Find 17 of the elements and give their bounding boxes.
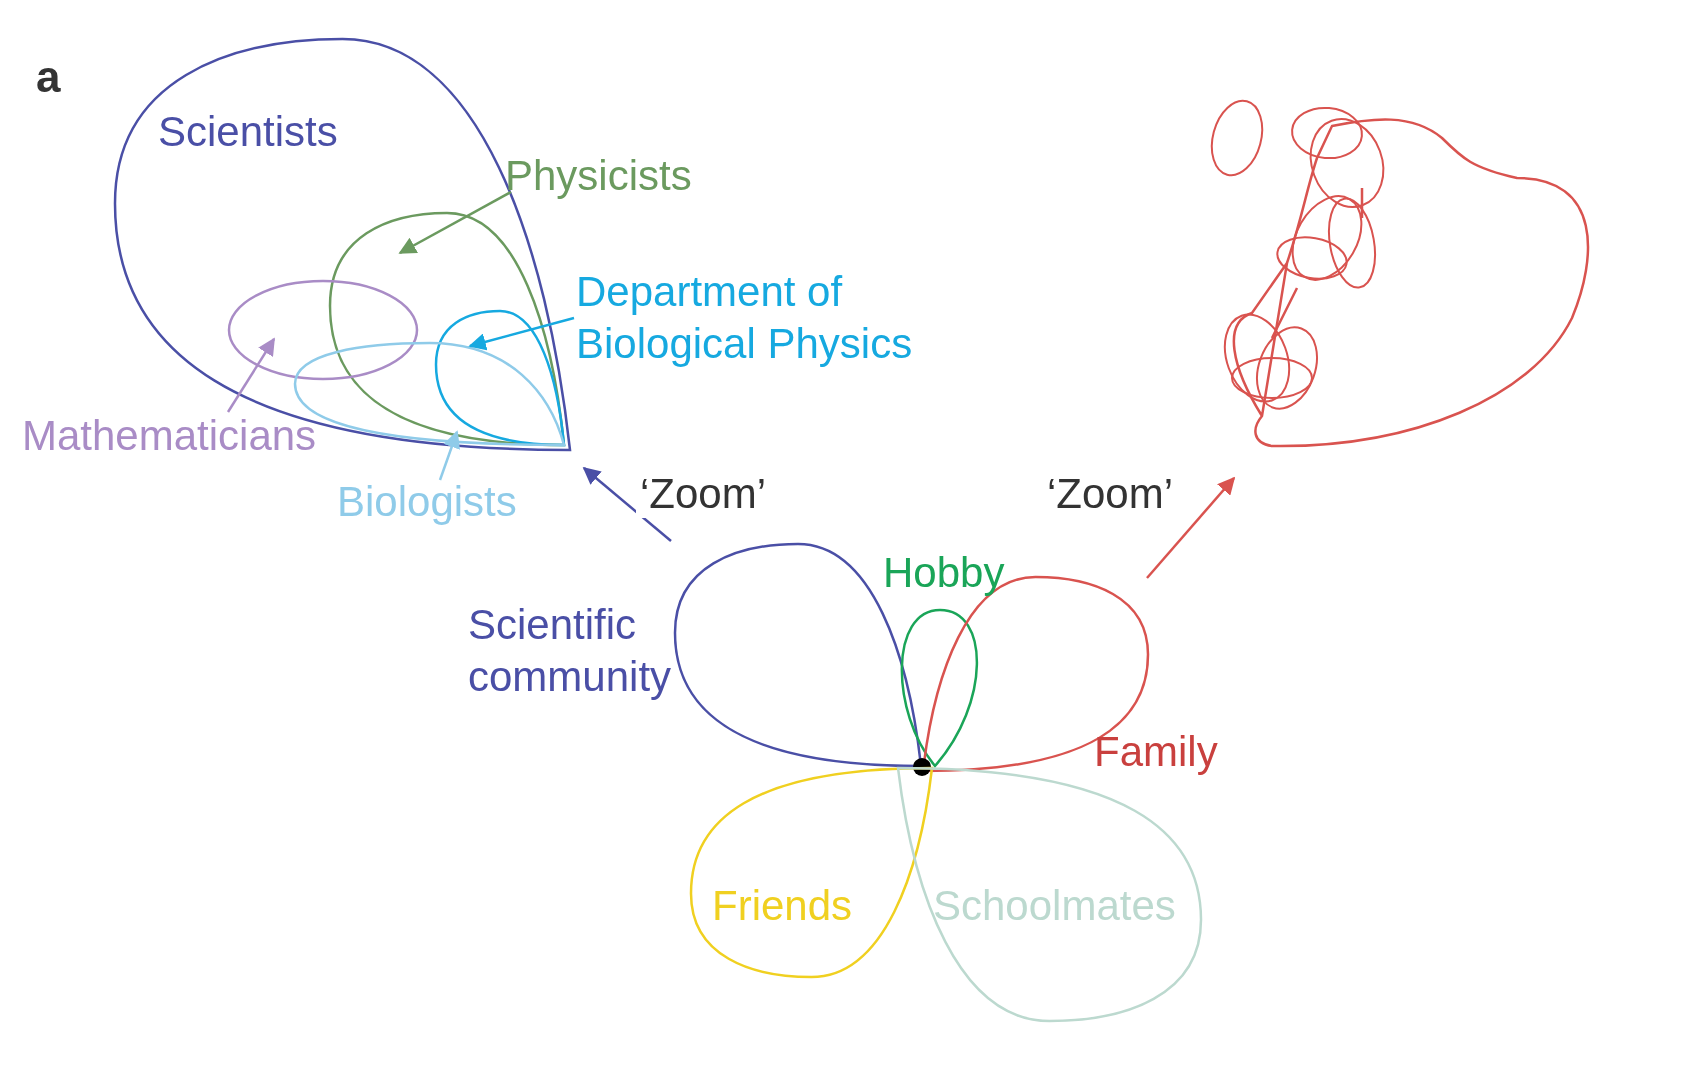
arrow xyxy=(582,466,672,542)
group-label: Scientific community xyxy=(468,600,673,702)
panel-letter: a xyxy=(36,52,61,102)
group-label: Friends xyxy=(712,881,853,931)
group-label: Biologists xyxy=(337,477,517,527)
leader-line xyxy=(468,316,575,351)
leader-line xyxy=(398,190,512,255)
group-label: Schoolmates xyxy=(933,881,1176,931)
group-label: Scientists xyxy=(158,107,338,157)
leader-line xyxy=(438,430,460,481)
group-label: Department of Biological Physics xyxy=(576,267,914,369)
group-label: Hobby xyxy=(883,548,1005,598)
group-label: Mathematicians xyxy=(22,411,317,461)
arrow xyxy=(1146,476,1236,579)
group-label: Family xyxy=(1094,727,1218,777)
group-label: Physicists xyxy=(505,151,692,201)
leader-line xyxy=(226,337,276,413)
